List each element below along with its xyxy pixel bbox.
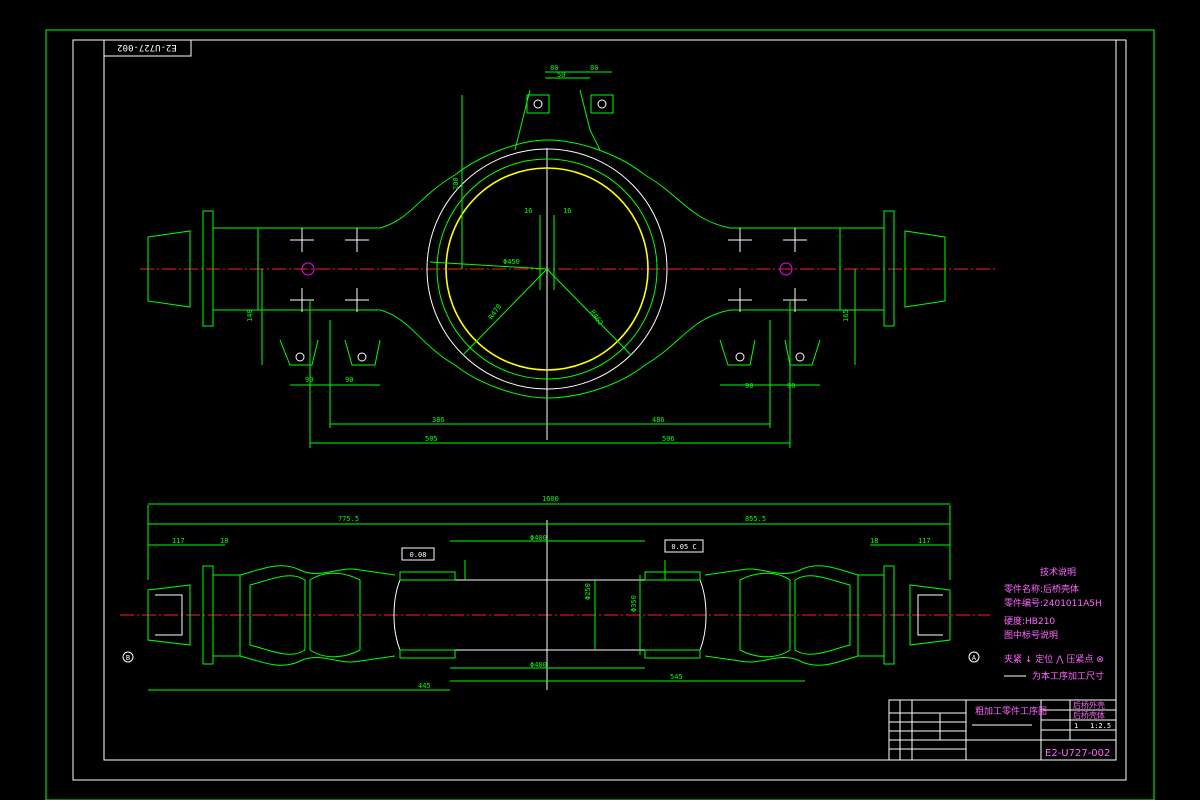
dim-r462: R462: [588, 309, 604, 327]
dim-phi350: Φ350: [630, 595, 638, 612]
drawing-code: E2-U727-002: [1045, 748, 1110, 759]
title-scale: 1:2.5: [1090, 722, 1111, 730]
dim-90a: 90: [305, 376, 313, 384]
notes-label: 图中标号说明: [1004, 629, 1058, 641]
drawing-frame: [103, 39, 1117, 761]
dim-386: 386: [432, 416, 445, 424]
outer-ring: [426, 148, 668, 390]
dim-80b: 80: [590, 64, 598, 72]
title-cell-a: 后桥壳体: [1073, 710, 1105, 720]
dim-117a: 117: [172, 537, 185, 545]
dim-v200: 200: [452, 177, 460, 190]
dim-r470: R470: [487, 303, 503, 321]
datum-a: A: [972, 654, 977, 662]
outer-border: [45, 29, 1155, 800]
title-block: 粗加工零件工序图 后桥外壳 后桥壳体 1 1:2.5 E2-U727-002: [888, 699, 1117, 761]
dim-50: 50: [557, 71, 565, 79]
notes-line-legend: 为本工序加工尺寸: [1032, 670, 1104, 682]
datum-b: B: [126, 654, 130, 662]
dim-18b: 18: [870, 537, 878, 545]
dim-90b: 90: [345, 376, 353, 384]
tolerance-frame: 0.08: [410, 551, 427, 559]
dim-505: 505: [425, 435, 438, 443]
dim-right-half: 855.5: [745, 515, 766, 523]
notes-heading: 技术说明: [1040, 566, 1076, 578]
bore-circle: [445, 167, 649, 371]
bottom-view: 1600 775.5 855.5 117 18 18 117: [120, 495, 990, 691]
notes-part-name: 零件名称:后桥壳体: [1004, 583, 1079, 595]
dim-90d: 90: [787, 382, 795, 390]
dim-445: 445: [418, 682, 431, 690]
dim-overall: 1600: [542, 495, 559, 503]
dim-16a: 16: [524, 207, 532, 215]
dim-90c: 90: [745, 382, 753, 390]
dim-v165: 165: [842, 309, 850, 322]
inner-border: [72, 39, 1127, 781]
tech-notes: 技术说明 零件名称:后桥壳体 零件编号:2401011A5H 硬度:HB210 …: [1004, 566, 1104, 682]
notes-hardness: 硬度:HB210: [1004, 615, 1055, 627]
dim-left-half: 775.5: [338, 515, 359, 523]
dim-18a: 18: [220, 537, 228, 545]
dim-v140: 140: [246, 309, 254, 322]
mirrored-code-box: E2-U727-002: [103, 39, 192, 57]
dim-80a: 80: [550, 64, 558, 72]
top-view: 80 80 50 16 16 Φ450 R470 R462 90 90 90 9…: [140, 64, 995, 448]
dim-phi250: Φ250: [584, 583, 592, 600]
dim-117b: 117: [918, 537, 931, 545]
flatness-frame: 0.05 C: [671, 543, 696, 551]
mirrored-code-text: E2-U727-002: [117, 42, 177, 52]
dim-phi400a: Φ400: [530, 534, 547, 542]
dim-phi400b: Φ400: [530, 661, 547, 669]
title-cell-b: 后桥外壳: [1073, 700, 1105, 710]
notes-part-number: 零件编号:2401011A5H: [1004, 597, 1102, 609]
dim-16b: 16: [563, 207, 571, 215]
drawing-title: 粗加工零件工序图: [975, 705, 1047, 717]
dim-545: 545: [670, 673, 683, 681]
notes-symbols: 夹紧 ↓ 定位 ⋀ 压紧点 ⊗: [1004, 653, 1104, 665]
dim-phi450: Φ450: [503, 258, 520, 266]
dim-506: 506: [662, 435, 675, 443]
title-quantity: 1: [1074, 722, 1078, 730]
dim-486: 486: [652, 416, 665, 424]
